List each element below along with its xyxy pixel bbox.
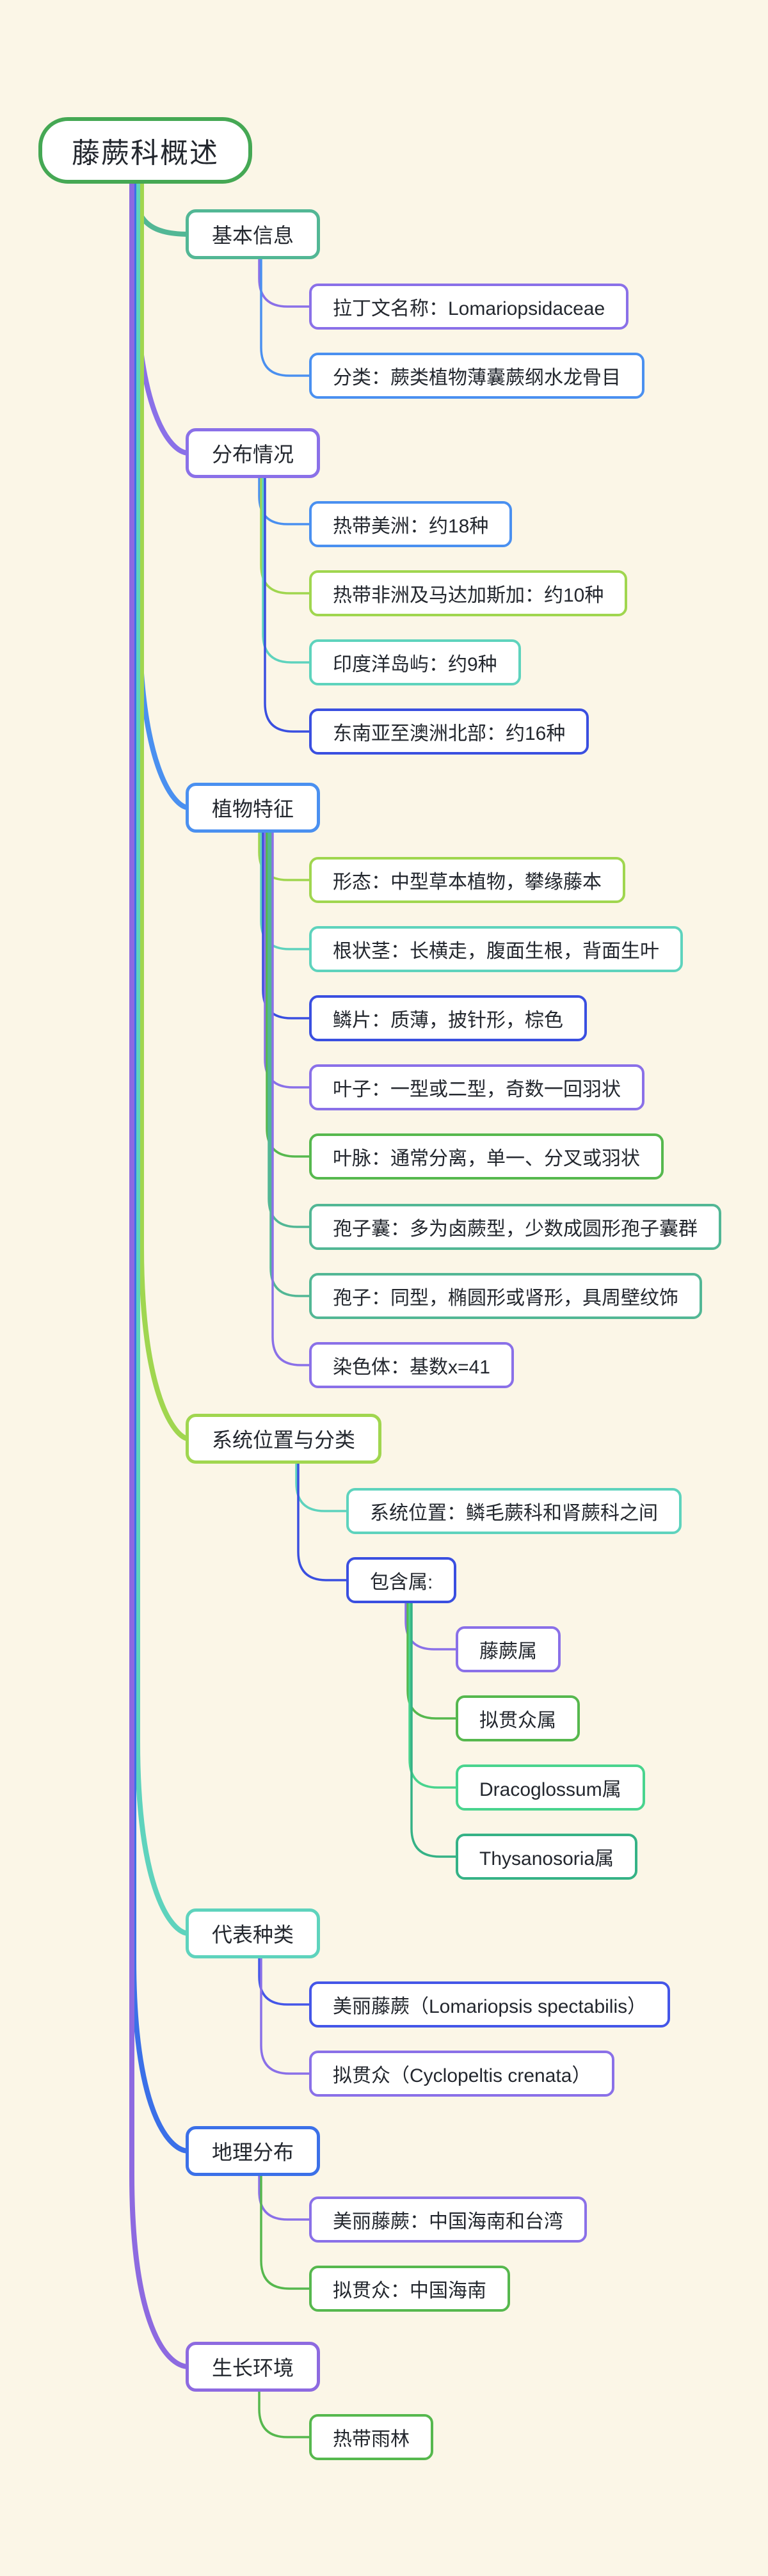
node-rhizome[interactable]: 根状茎：长横走，腹面生根，背面生叶	[309, 926, 683, 972]
connector-line	[131, 178, 191, 2154]
node-tropical-africa-madagascar[interactable]: 热带非洲及马达加斯加：约10种	[309, 570, 628, 616]
node-sporangia[interactable]: 孢子囊：多为卤蕨型，少数成圆形孢子囊群	[309, 1204, 721, 1250]
node-representative-species[interactable]: 代表种类	[186, 1908, 321, 1958]
node-distribution[interactable]: 分布情况	[186, 428, 321, 478]
node-lomariopsis-genus[interactable]: 藤蕨属	[456, 1626, 561, 1672]
node-spectabilis-distribution[interactable]: 美丽藤蕨：中国海南和台湾	[309, 2196, 587, 2243]
node-tropical-rainforest[interactable]: 热带雨林	[309, 2414, 433, 2460]
connector-line	[258, 1954, 313, 2006]
node-thysanosoria-genus[interactable]: Thysanosoria属	[456, 1834, 638, 1880]
node-plant-features[interactable]: 植物特征	[186, 783, 321, 833]
node-tropical-america[interactable]: 热带美洲：约18种	[309, 501, 513, 547]
node-growth-environment[interactable]: 生长环境	[186, 2342, 321, 2392]
connector-line	[404, 1599, 460, 1651]
node-se-asia-australia[interactable]: 东南亚至澳洲北部：约16种	[309, 708, 589, 755]
connector-line	[264, 474, 313, 733]
node-chromosome[interactable]: 染色体：基数x=41	[309, 1342, 514, 1388]
connector-line	[258, 255, 313, 308]
node-spores[interactable]: 孢子：同型，椭圆形或肾形，具周壁纹饰	[309, 1273, 702, 1319]
connector-line	[258, 474, 313, 525]
connector-line	[139, 178, 191, 1441]
connector-line	[271, 828, 313, 1366]
node-classification[interactable]: 分类：蕨类植物薄囊蕨纲水龙骨目	[309, 353, 644, 399]
node-cyclopeltis-genus[interactable]: 拟贯众属	[456, 1695, 580, 1741]
connector-line	[262, 474, 313, 664]
connector-line	[297, 1459, 350, 1581]
node-morphology[interactable]: 形态：中型草本植物，攀缘藤本	[309, 857, 625, 903]
connector-line	[260, 2172, 313, 2290]
node-cyclopeltis-crenata[interactable]: 拟贯众（Cyclopeltis crenata）	[309, 2051, 615, 2097]
node-scales[interactable]: 鳞片：质薄，披针形，棕色	[309, 995, 587, 1041]
connector-line	[129, 178, 191, 2369]
node-basic-info[interactable]: 基本信息	[186, 209, 321, 259]
node-dracoglossum-genus[interactable]: Dracoglossum属	[456, 1764, 645, 1811]
connector-line	[266, 828, 313, 1158]
node-indian-ocean-islands[interactable]: 印度洋岛屿：约9种	[309, 639, 521, 685]
connector-line	[406, 1599, 460, 1720]
node-root-topic[interactable]: 藤蕨科概述	[38, 117, 252, 184]
connector-line	[260, 474, 313, 595]
node-lomariopsis-spectabilis[interactable]: 美丽藤蕨（Lomariopsis spectabilis）	[309, 1981, 671, 2028]
node-crenata-distribution[interactable]: 拟贯众：中国海南	[309, 2266, 510, 2312]
connector-line	[268, 828, 313, 1228]
connector-line	[260, 1954, 313, 2075]
connector-line	[269, 828, 313, 1297]
connector-line	[258, 2387, 313, 2438]
connector-line	[408, 1599, 460, 1789]
connector-line	[410, 1599, 460, 1858]
node-included-genera[interactable]: 包含属:	[346, 1557, 457, 1603]
connector-line	[258, 2172, 313, 2221]
node-latin-name[interactable]: 拉丁文名称：Lomariopsidaceae	[309, 284, 629, 330]
connector-line	[137, 178, 191, 810]
connector-line	[260, 255, 313, 377]
connector-line	[295, 1459, 350, 1512]
node-systematic-position[interactable]: 系统位置：鳞毛蕨科和肾蕨科之间	[346, 1488, 682, 1534]
node-systematic-position-category[interactable]: 系统位置与分类	[186, 1414, 382, 1464]
connector-line	[135, 178, 191, 1936]
node-veins[interactable]: 叶脉：通常分离，单一、分叉或羽状	[309, 1133, 664, 1180]
node-leaves[interactable]: 叶子：一型或二型，奇数一回羽状	[309, 1064, 644, 1110]
node-geographic-distribution[interactable]: 地理分布	[186, 2126, 321, 2176]
